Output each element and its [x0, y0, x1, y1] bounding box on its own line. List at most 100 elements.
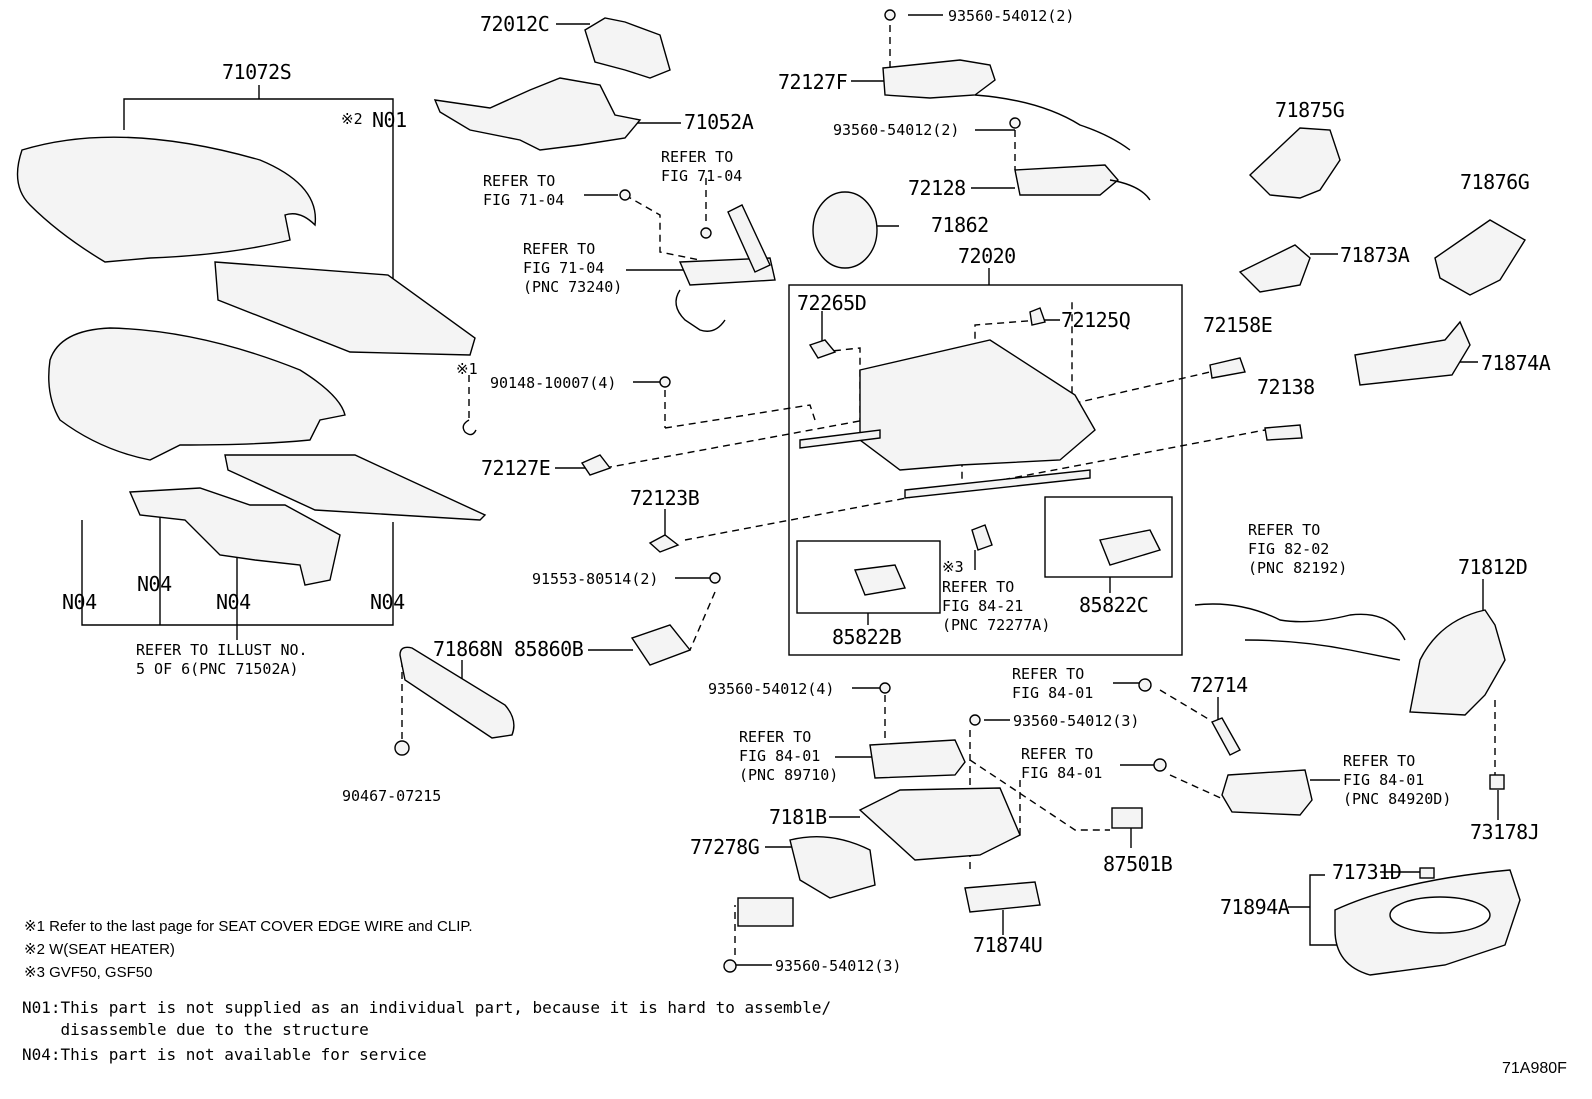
label-N01: N01 [372, 108, 407, 132]
frame-71052A [433, 77, 642, 151]
refer-line: FIG 84-01 [1012, 684, 1094, 702]
cover-71873A [1238, 244, 1311, 293]
label-93560-54012-a: 93560-54012(2) [948, 7, 1075, 25]
label-note-mark-3: ※3 [942, 558, 964, 576]
cover-72158E [1209, 357, 1246, 379]
label-71812D: 71812D [1458, 555, 1528, 579]
bracket-72265D [808, 339, 837, 359]
refer-to-fig-84-01-i: REFER TO FIG 84-01 [1021, 745, 1102, 783]
refer-line: REFER TO [1012, 665, 1085, 683]
cover-72128 [1014, 164, 1119, 196]
label-93560-54012-e: 93560-54012(3) [775, 957, 902, 975]
refer-line: REFER TO [523, 240, 596, 258]
label-N04-3: N04 [216, 590, 251, 614]
seat-cover-top [16, 136, 317, 263]
label-7181B: 7181B [769, 805, 827, 829]
clip-90467 [394, 740, 410, 756]
refer-line: FIG 84-01 [1021, 764, 1103, 782]
rod-72714 [1211, 717, 1241, 756]
bolt-93560-c [879, 682, 891, 694]
cover-71874A [1354, 320, 1471, 386]
label-93560-54012-b: 93560-54012(2) [833, 121, 960, 139]
refer-line: FIG 71-04 [523, 259, 605, 277]
note-N01: N01:This part is not supplied as an indi… [22, 998, 832, 1039]
refer-to-fig-71-04-c: REFER TO FIG 71-04 (PNC 73240) [523, 240, 622, 297]
refer-to-illust-no-5: REFER TO ILLUST NO. 5 OF 6(PNC 71502A) [136, 641, 308, 679]
cushion-pad [224, 454, 487, 521]
footnote-1: ※1 Refer to the last page for SEAT COVER… [24, 918, 473, 935]
refer-line: (PNC 89710) [739, 766, 839, 784]
refer-to-fig-84-21: REFER TO FIG 84-21 (PNC 72277A) [942, 578, 1050, 635]
refer-to-fig-71-04-a: REFER TO FIG 71-04 [483, 172, 564, 210]
refer-line: REFER TO [1343, 752, 1416, 770]
motor-85822C [1099, 529, 1161, 566]
refer-line: (PNC 82192) [1248, 559, 1348, 577]
switch-85860B [630, 624, 692, 666]
label-71731D: 71731D [1332, 860, 1402, 884]
label-71072S: 71072S [222, 60, 292, 84]
label-N04-1: N04 [62, 590, 97, 614]
label-72158E: 72158E [1203, 313, 1273, 337]
note-N04: N04:This part is not available for servi… [22, 1045, 427, 1064]
label-71873A: 71873A [1340, 243, 1410, 267]
refer-to-fig-84-01-h: REFER TO FIG 84-01 (PNC 89710) [739, 728, 838, 785]
part-drawings [16, 9, 1526, 976]
unit-87501B [1111, 807, 1143, 829]
heater-mat-72012C [584, 17, 671, 79]
refer-line: REFER TO [483, 172, 556, 190]
leader-lines [81, 14, 1499, 966]
switch-84920D [1221, 769, 1313, 816]
label-72265D: 72265D [797, 291, 867, 315]
cover-72123B [648, 534, 680, 553]
bolt-90148 [659, 376, 671, 388]
refer-line: FIG 84-01 [1343, 771, 1425, 789]
cover-72127F [882, 59, 996, 99]
clip-71731D [1419, 867, 1435, 879]
refer-line: (PNC 72277A) [942, 616, 1051, 634]
label-72714: 72714 [1190, 673, 1248, 697]
cover-71862 [812, 191, 878, 269]
bolt-93560-top [884, 9, 896, 21]
seat-adjuster-72020 [859, 339, 1096, 471]
label-72020: 72020 [958, 244, 1016, 268]
label-73178J: 73178J [1470, 820, 1540, 844]
bolt-ref-i [1153, 758, 1167, 772]
footnote-3: ※3 GVF50, GSF50 [24, 964, 153, 981]
refer-to-fig-71-04-b: REFER TO FIG 71-04 [661, 148, 742, 186]
edge-wire-clip [462, 419, 477, 436]
wire-72127F [974, 94, 1131, 151]
cover-71812D [1409, 609, 1506, 716]
label-71862: 71862 [931, 213, 989, 237]
label-93560-54012-d: 93560-54012(3) [1013, 712, 1140, 730]
cover-71876G [1434, 219, 1526, 296]
motor-85822B [854, 564, 906, 596]
label-90148-10007: 90148-10007(4) [490, 374, 617, 392]
refer-line: FIG 71-04 [483, 191, 565, 209]
cover-71874U [964, 881, 1041, 913]
bolt-93560-d [969, 714, 981, 726]
nut-ref-b [700, 227, 712, 239]
label-77278G: 77278G [690, 835, 760, 859]
refer-line: REFER TO ILLUST NO. [136, 641, 308, 659]
label-85822C: 85822C [1079, 593, 1149, 617]
refer-line: REFER TO [739, 728, 812, 746]
bolt-93560-e [723, 959, 737, 973]
cover-72127E [580, 454, 612, 476]
label-71868N: 71868N [433, 637, 503, 661]
label-72128: 72128 [908, 176, 966, 200]
label-71894A: 71894A [1220, 895, 1290, 919]
label-72123B: 72123B [630, 486, 700, 510]
cushion-frame [128, 487, 341, 586]
figure-code: 71A980F [1502, 1060, 1567, 1077]
refer-to-fig-84-01-j: REFER TO FIG 84-01 (PNC 84920D) [1343, 752, 1451, 809]
refer-line: (PNC 73240) [523, 278, 623, 296]
seat-cushion [48, 327, 346, 461]
refer-line: REFER TO [942, 578, 1015, 596]
label-71874A: 71874A [1481, 351, 1551, 375]
trim-71868N [399, 646, 515, 739]
label-note-mark-1: ※1 [456, 360, 478, 378]
label-72125Q: 72125Q [1061, 308, 1131, 332]
label-note-mark-2: ※2 [341, 110, 363, 128]
label-71876G: 71876G [1460, 170, 1530, 194]
